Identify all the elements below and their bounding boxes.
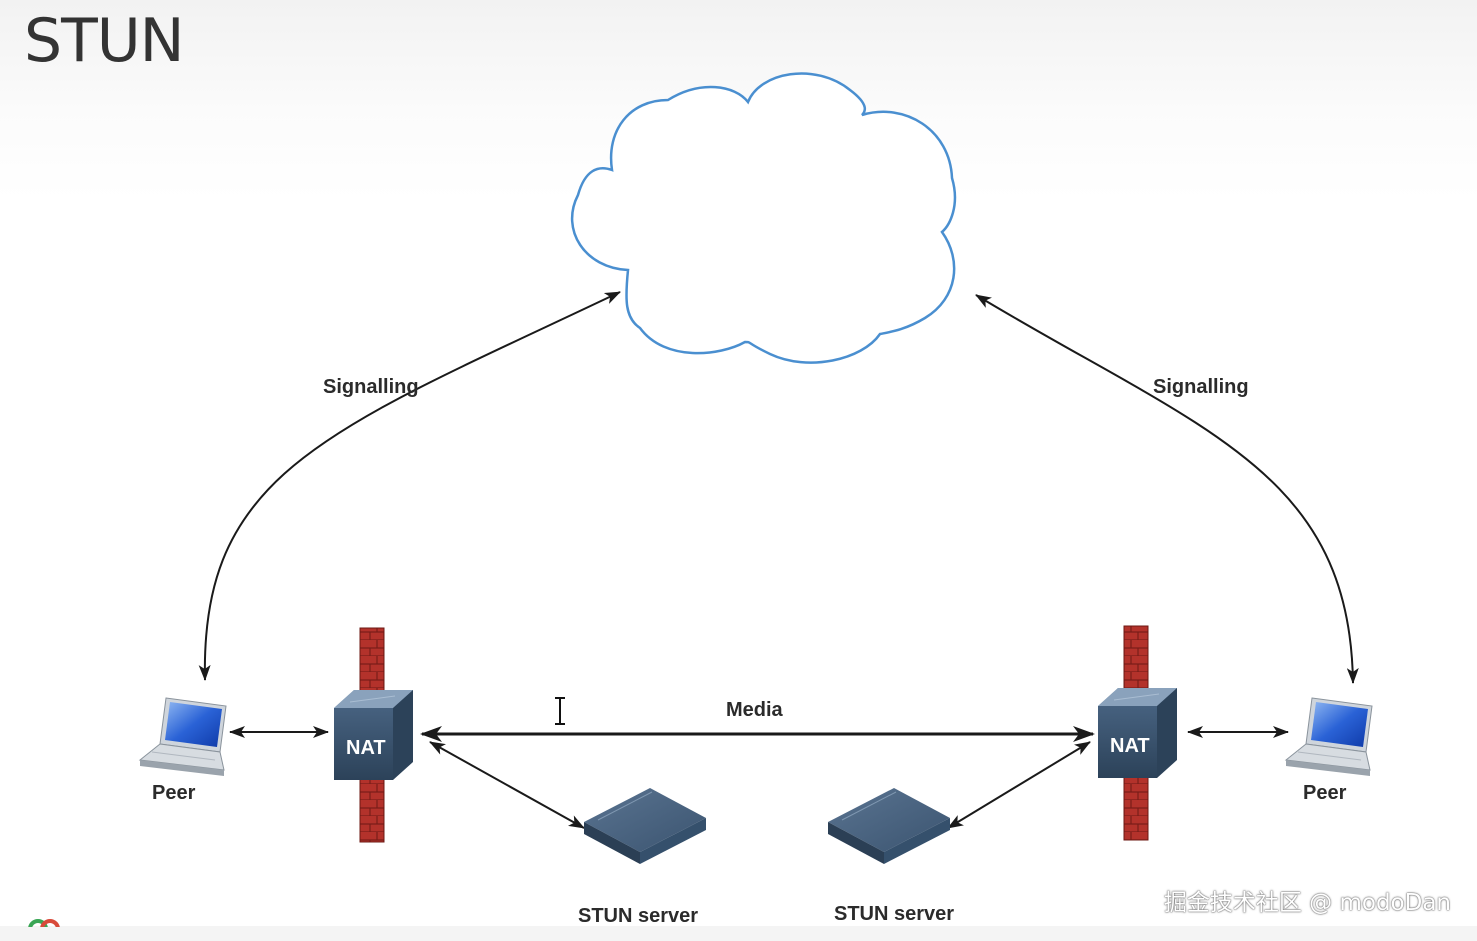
watermark: 掘金技术社区 @ modoDan <box>1163 890 1451 916</box>
router-icon <box>334 690 413 780</box>
server-appliance-icon <box>584 788 706 864</box>
router-icon <box>1098 688 1177 778</box>
nat-right: NAT <box>1098 688 1177 778</box>
stun-server-label-right: STUN server <box>834 903 954 925</box>
text-cursor-icon <box>555 697 565 725</box>
peer-label-right: Peer <box>1303 782 1347 804</box>
stun-server-label-left: STUN server <box>578 905 698 927</box>
laptop-icon <box>138 697 227 776</box>
peer-right: Peer <box>1284 697 1373 804</box>
nat-label-left: NAT <box>346 737 386 759</box>
signalling-arrow-left <box>198 291 621 681</box>
nat-stun-arrow-right <box>947 741 1091 829</box>
media-label: Media <box>726 699 784 721</box>
laptop-icon <box>1284 697 1373 776</box>
server-appliance-icon <box>828 788 950 864</box>
stun-server-right: STUN server <box>828 788 954 925</box>
signalling-label-right: Signalling <box>1153 376 1249 398</box>
signalling-label-left: Signalling <box>323 376 419 398</box>
corner-logo <box>26 917 62 927</box>
nat-label-right: NAT <box>1110 735 1150 757</box>
stun-server-left: STUN server <box>578 788 706 927</box>
peer-left: Peer <box>138 697 227 804</box>
nat-left: NAT <box>334 690 413 780</box>
slide-title: STUN <box>24 6 185 76</box>
signalling-arrow-right <box>975 294 1359 684</box>
bottom-band <box>0 926 1477 941</box>
nat-stun-arrow-left <box>429 741 585 829</box>
cloud-icon <box>570 72 957 364</box>
peer-label-left: Peer <box>152 782 196 804</box>
